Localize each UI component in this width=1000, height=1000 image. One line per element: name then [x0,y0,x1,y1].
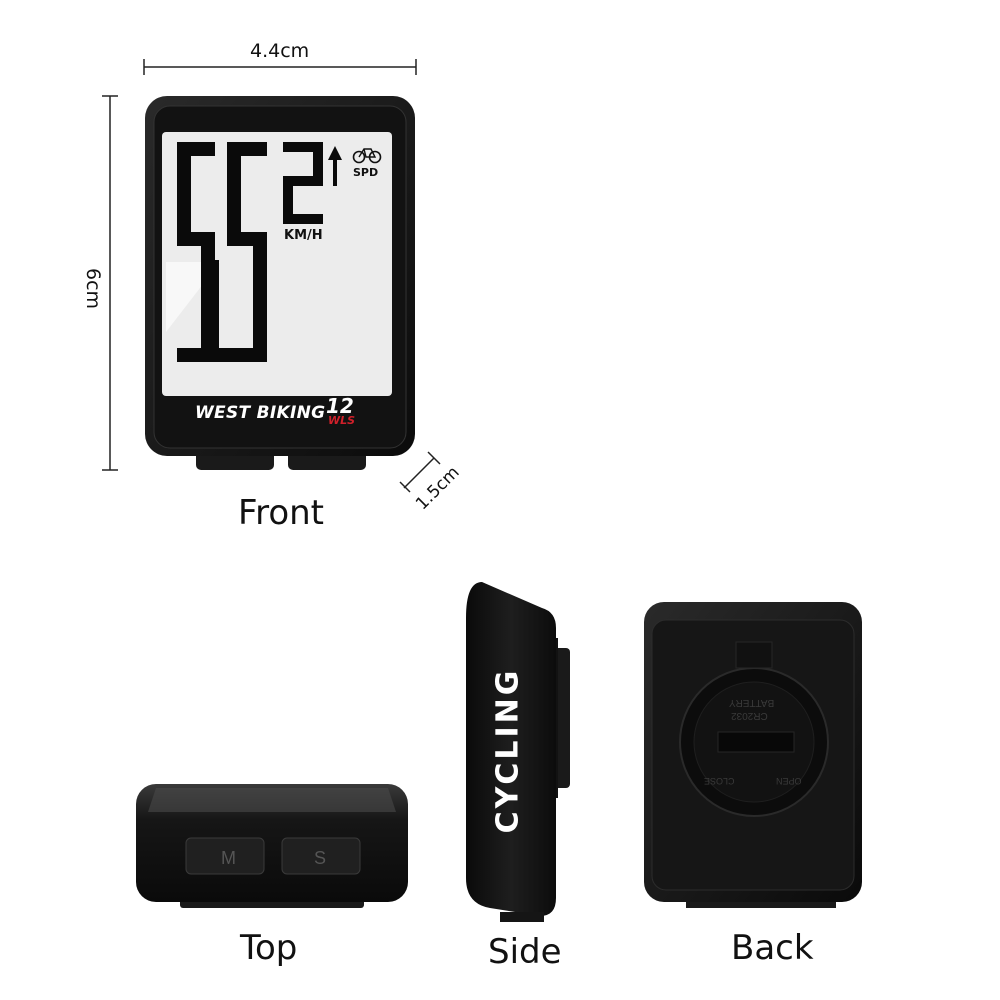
speed-unit: KM/H [284,228,323,243]
side-brand-text: CYCLING [490,667,526,833]
up-arrow-icon [328,146,342,186]
mode-button[interactable]: M [221,848,236,868]
speed-digits [177,142,267,362]
top-device [136,784,408,908]
back-label: Back [731,928,814,968]
height-label: 6cm [82,268,104,310]
front-label: Front [238,493,324,533]
width-dimension-line [143,59,417,75]
battery-label: BATTERY [729,697,775,708]
digit-5-right [205,142,267,362]
brand-name: WEST BIKING [195,403,326,423]
width-label: 4.4cm [250,40,310,62]
battery-model: CR2032 [731,710,768,721]
close-label: CLOSE [704,776,735,786]
small-digit [283,142,323,224]
front-device [145,96,415,470]
brand-model: 12 [326,394,354,418]
side-label: Side [488,932,562,972]
height-dimension-line [102,95,118,471]
open-label: OPEN [776,776,802,786]
bicycle-icon [352,148,382,164]
depth-dimension-line [399,451,441,493]
side-text-wrap: CYCLING [488,650,528,850]
top-label: Top [240,928,298,968]
set-button[interactable]: S [314,848,327,868]
brand-sub-model: WLS [328,414,356,427]
back-device [644,602,862,908]
mode-label: SPD [353,166,379,179]
side-device [466,582,570,922]
